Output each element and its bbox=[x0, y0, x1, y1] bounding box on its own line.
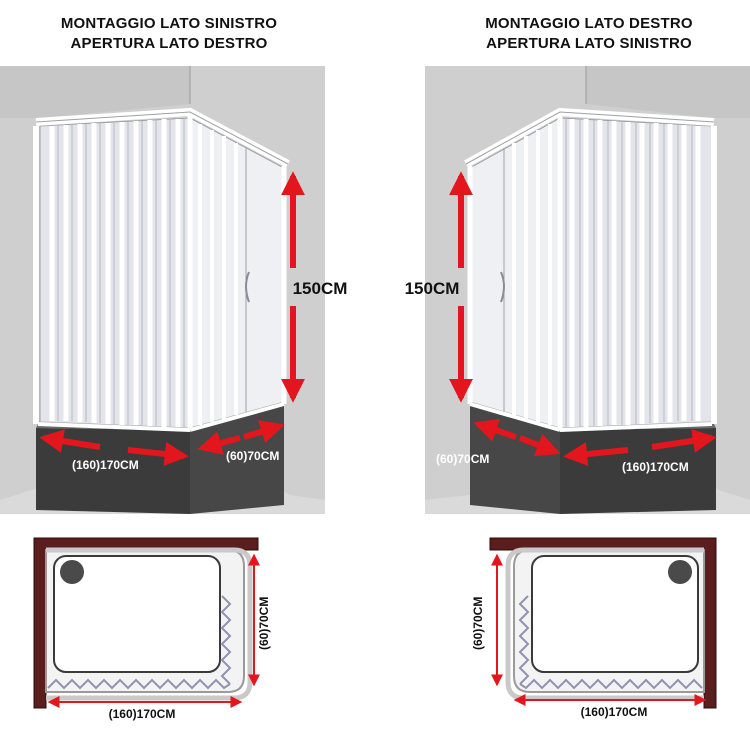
right-plan-view: (60)70CM (160)170CM bbox=[471, 537, 717, 719]
right-long-side-label: (160)170CM bbox=[622, 460, 689, 474]
right-plan-fold-bottom bbox=[519, 678, 703, 690]
left-plan-basin bbox=[53, 555, 221, 673]
title-left: MONTAGGIO LATO SINISTRO APERTURA LATO DE… bbox=[4, 14, 334, 54]
left-wall-shade bbox=[0, 66, 190, 118]
left-short-side-label: (60)70CM bbox=[226, 449, 279, 463]
title-left-line1: MONTAGGIO LATO SINISTRO bbox=[60, 15, 278, 32]
right-shower-illustration: 150CM (60)70CM (160)170CM bbox=[405, 66, 750, 514]
right-plan-wall bbox=[489, 537, 717, 709]
left-plan-width-label: (160)170CM bbox=[109, 707, 176, 721]
left-long-arrow-a bbox=[39, 429, 101, 453]
left-short-arrow-b bbox=[243, 420, 285, 444]
right-short-side-label: (60)70CM bbox=[436, 452, 489, 466]
right-plan-fold-side bbox=[518, 595, 530, 685]
right-height-label: 150CM bbox=[405, 279, 460, 298]
left-short-arrow-a bbox=[197, 431, 241, 455]
title-right-line1: MONTAGGIO LATO DESTRO bbox=[485, 15, 693, 32]
right-wall-shade bbox=[586, 66, 750, 118]
right-plan-basin bbox=[531, 555, 699, 673]
right-plan-drain bbox=[668, 560, 692, 584]
left-plan-fold-side bbox=[220, 595, 232, 685]
left-long-side-label: (160)170CM bbox=[72, 458, 139, 472]
right-short-arrow-b bbox=[518, 433, 561, 457]
left-plan-drain bbox=[60, 560, 84, 584]
right-door-handle bbox=[500, 271, 505, 303]
right-tray-front bbox=[560, 428, 716, 514]
left-plan-fold-bottom bbox=[47, 678, 231, 690]
left-tray-front bbox=[36, 428, 190, 514]
left-shower-illustration: 150CM (160)170CM (60)70CM bbox=[0, 66, 347, 514]
right-short-arrow-a bbox=[473, 418, 517, 442]
left-long-arrow-b bbox=[127, 442, 189, 466]
left-plan-view: (60)70CM (160)170CM bbox=[33, 537, 271, 721]
left-height-label: 150CM bbox=[293, 279, 348, 298]
right-plan-width-label: (160)170CM bbox=[581, 705, 648, 719]
title-right: MONTAGGIO LATO DESTRO APERTURA LATO SINI… bbox=[424, 14, 750, 54]
title-right-line2: APERTURA LATO SINISTRO bbox=[486, 35, 692, 52]
right-long-arrow-a bbox=[563, 442, 629, 467]
right-plan-depth-label: (60)70CM bbox=[471, 597, 485, 650]
right-long-arrow-b bbox=[651, 428, 717, 453]
left-door-handle bbox=[245, 271, 250, 303]
title-left-line2: APERTURA LATO DESTRO bbox=[70, 35, 268, 52]
left-front-panel bbox=[39, 117, 191, 429]
left-plan-depth-label: (60)70CM bbox=[257, 597, 271, 650]
